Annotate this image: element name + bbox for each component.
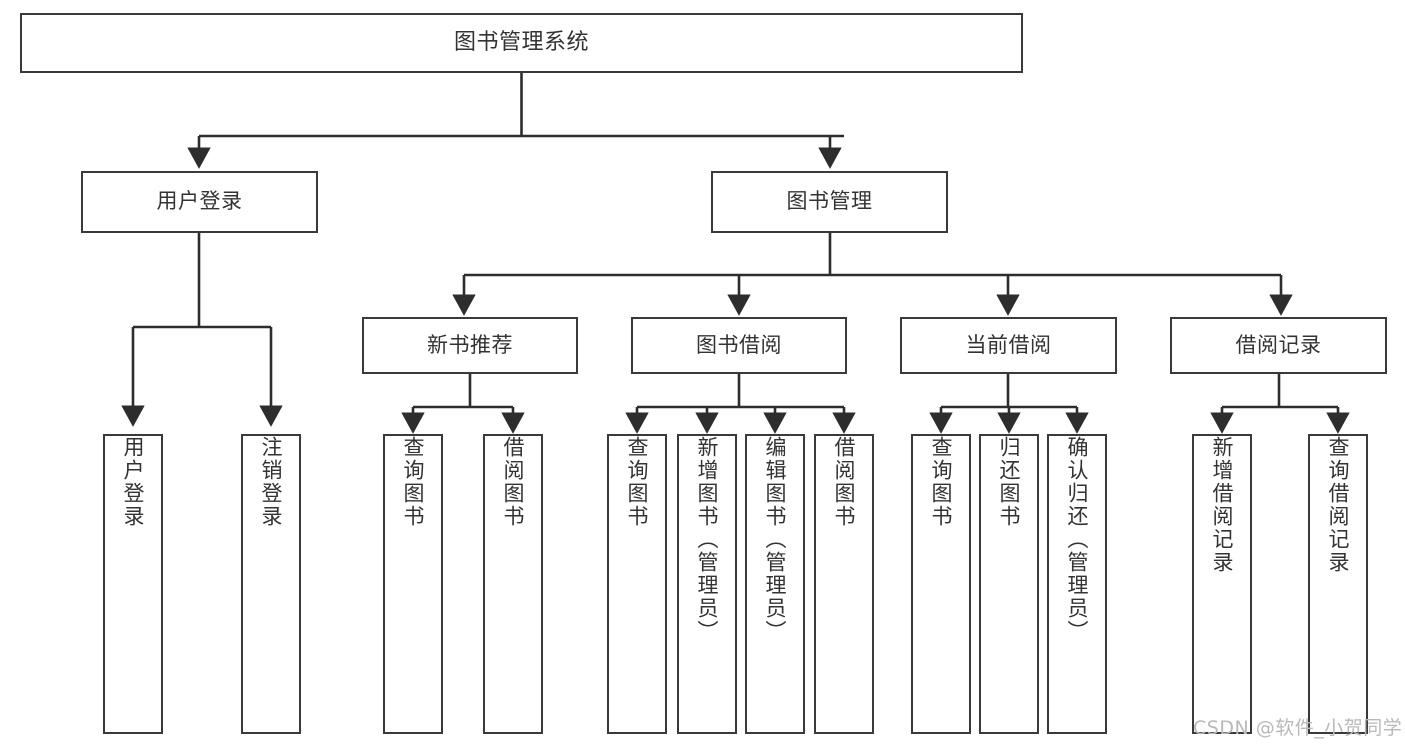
node-new-book-recommend-label: 新书推荐 xyxy=(427,332,513,357)
node-borrow-record-label: 借阅记录 xyxy=(1235,332,1322,357)
node-leaf-confirm-return[interactable]: 确认归还（管理员） xyxy=(1047,434,1107,734)
node-leaf-add-record[interactable]: 新增借阅记录 xyxy=(1192,434,1252,734)
node-leaf-query-book-3[interactable]: 查询图书 xyxy=(911,434,971,734)
node-leaf-logout-login[interactable]: 注销登录 xyxy=(241,434,301,734)
node-leaf-add-book[interactable]: 新增图书（管理员） xyxy=(677,434,737,734)
node-book-borrow-label: 图书借阅 xyxy=(696,332,782,357)
node-leaf-add-book-label: 新增图书（管理员） xyxy=(695,436,720,643)
node-current-borrow[interactable]: 当前借阅 xyxy=(900,317,1117,374)
node-leaf-return-book-label: 归还图书 xyxy=(997,436,1022,528)
node-user-login[interactable]: 用户登录 xyxy=(81,171,318,233)
node-book-borrow[interactable]: 图书借阅 xyxy=(631,317,847,374)
node-root[interactable]: 图书管理系统 xyxy=(20,13,1023,73)
node-leaf-query-book-2[interactable]: 查询图书 xyxy=(607,434,667,734)
node-new-book-recommend[interactable]: 新书推荐 xyxy=(362,317,578,374)
csdn-watermark: CSDN @软件_小贺同学 xyxy=(1193,717,1403,739)
node-leaf-edit-book-label: 编辑图书（管理员） xyxy=(763,436,788,643)
node-current-borrow-label: 当前借阅 xyxy=(965,332,1052,357)
node-leaf-confirm-return-label: 确认归还（管理员） xyxy=(1065,436,1090,643)
node-leaf-borrow-book-2-label: 借阅图书 xyxy=(832,436,857,528)
node-leaf-return-book[interactable]: 归还图书 xyxy=(979,434,1039,734)
node-leaf-logout-login-label: 注销登录 xyxy=(259,436,284,528)
node-leaf-borrow-book-1[interactable]: 借阅图书 xyxy=(483,434,543,734)
node-leaf-query-record[interactable]: 查询借阅记录 xyxy=(1308,434,1368,734)
node-leaf-query-book-1[interactable]: 查询图书 xyxy=(383,434,443,734)
node-leaf-query-record-label: 查询借阅记录 xyxy=(1326,436,1351,574)
node-leaf-query-book-2-label: 查询图书 xyxy=(625,436,650,528)
node-leaf-user-login-label: 用户登录 xyxy=(121,436,146,528)
node-leaf-user-login[interactable]: 用户登录 xyxy=(103,434,163,734)
node-book-manage-label: 图书管理 xyxy=(786,189,873,214)
node-leaf-borrow-book-1-label: 借阅图书 xyxy=(501,436,526,528)
node-root-label: 图书管理系统 xyxy=(453,29,589,55)
node-leaf-edit-book[interactable]: 编辑图书（管理员） xyxy=(745,434,805,734)
node-leaf-query-book-1-label: 查询图书 xyxy=(401,436,426,528)
node-book-manage[interactable]: 图书管理 xyxy=(711,171,948,233)
node-borrow-record[interactable]: 借阅记录 xyxy=(1170,317,1387,374)
node-leaf-borrow-book-2[interactable]: 借阅图书 xyxy=(814,434,874,734)
node-leaf-query-book-3-label: 查询图书 xyxy=(929,436,954,528)
node-leaf-add-record-label: 新增借阅记录 xyxy=(1210,436,1235,574)
node-user-login-label: 用户登录 xyxy=(156,189,243,214)
